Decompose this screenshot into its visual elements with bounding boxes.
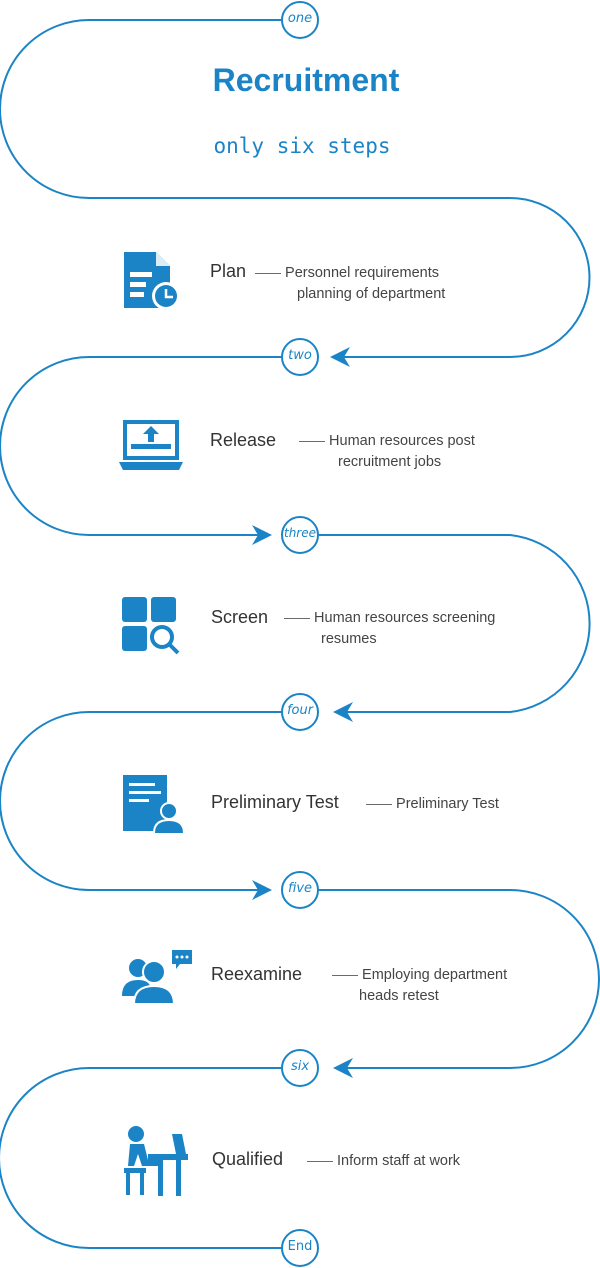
- step-desc-plan: —— Personnel requirements planning of de…: [255, 262, 445, 305]
- marker-circle-6: [281, 1049, 319, 1087]
- path-segment-2: [0, 356, 300, 536]
- step-name-qualified: Qualified: [212, 1149, 284, 1169]
- marker-label-five: five: [287, 881, 313, 896]
- step-desc-line2: resumes: [321, 631, 377, 647]
- step-desc-line1: Personnel requirements: [285, 265, 439, 281]
- arrow-left-icon: [333, 702, 353, 722]
- step-name-plan: Plan: [210, 261, 247, 281]
- connector-dash: ——: [284, 610, 310, 625]
- step-name-reexamine: Reexamine: [211, 964, 303, 984]
- step-desc-reexamine: —— Employing department heads retest: [332, 964, 507, 1007]
- marker-circle-5: [281, 871, 319, 909]
- grid-search-icon: [122, 597, 180, 655]
- connector-dash: ——: [332, 967, 358, 982]
- path-segment-6: [0, 1067, 300, 1249]
- arrow-left-icon: [333, 1058, 353, 1078]
- connector-dash: ——: [255, 265, 281, 280]
- arrow-right-icon: [252, 880, 272, 900]
- marker-circle-2: [281, 338, 319, 376]
- step-desc-line1: Preliminary Test: [396, 796, 499, 812]
- connector-dash: ——: [307, 1153, 333, 1168]
- step-name-release: Release: [210, 430, 277, 450]
- step-desc-preliminary-test: —— Preliminary Test: [366, 793, 499, 815]
- step-name-preliminary-test: Preliminary Test: [211, 792, 339, 812]
- flow-path: [0, 19, 600, 1249]
- step-desc-line1: Human resources post: [329, 433, 475, 449]
- page-title: Recruitment: [212, 62, 400, 98]
- marker-circle-4: [281, 693, 319, 731]
- step-desc-line2: recruitment jobs: [338, 454, 442, 470]
- step-desc-line2: heads retest: [359, 988, 439, 1004]
- arrowheads: [252, 347, 353, 1078]
- document-clock-icon: [124, 252, 180, 310]
- arrow-right-icon: [252, 525, 272, 545]
- marker-label-four: four: [286, 703, 314, 718]
- step-desc-release: —— Human resources post recruitment jobs: [299, 430, 475, 473]
- path-segment-5: [300, 889, 600, 1069]
- laptop-upload-icon: [119, 420, 183, 470]
- users-chat-icon: [122, 950, 192, 1005]
- path-segment-1: [0, 19, 591, 358]
- step-desc-screen: —— Human resources screening resumes: [284, 607, 495, 650]
- step-name-screen: Screen: [211, 607, 269, 627]
- arrow-left-icon: [330, 347, 350, 367]
- marker-label-two: two: [288, 348, 312, 363]
- connector-dash: ——: [366, 796, 392, 811]
- marker-circle-1: [281, 1, 319, 39]
- marker-label-three: three: [283, 526, 316, 540]
- page-subtitle: only six steps: [213, 134, 391, 158]
- marker-label-end: End: [287, 1239, 313, 1254]
- step-markers: [281, 1, 319, 1267]
- step-desc-qualified: —— Inform staff at work: [307, 1150, 460, 1172]
- connector-dash: ——: [299, 433, 325, 448]
- marker-label-six: six: [290, 1059, 310, 1074]
- marker-circle-end: [281, 1229, 319, 1267]
- path-segment-3: [300, 534, 591, 713]
- person-at-desk-icon: [124, 1126, 188, 1196]
- step-desc-line1: Employing department: [362, 967, 508, 983]
- step-desc-line1: Inform staff at work: [337, 1153, 461, 1169]
- step-desc-line1: Human resources screening: [314, 610, 496, 626]
- step-desc-line2: planning of department: [297, 286, 446, 302]
- path-segment-4: [0, 711, 300, 891]
- marker-label-one: one: [287, 11, 313, 26]
- marker-circle-3: [281, 516, 319, 554]
- document-user-icon: [123, 775, 185, 833]
